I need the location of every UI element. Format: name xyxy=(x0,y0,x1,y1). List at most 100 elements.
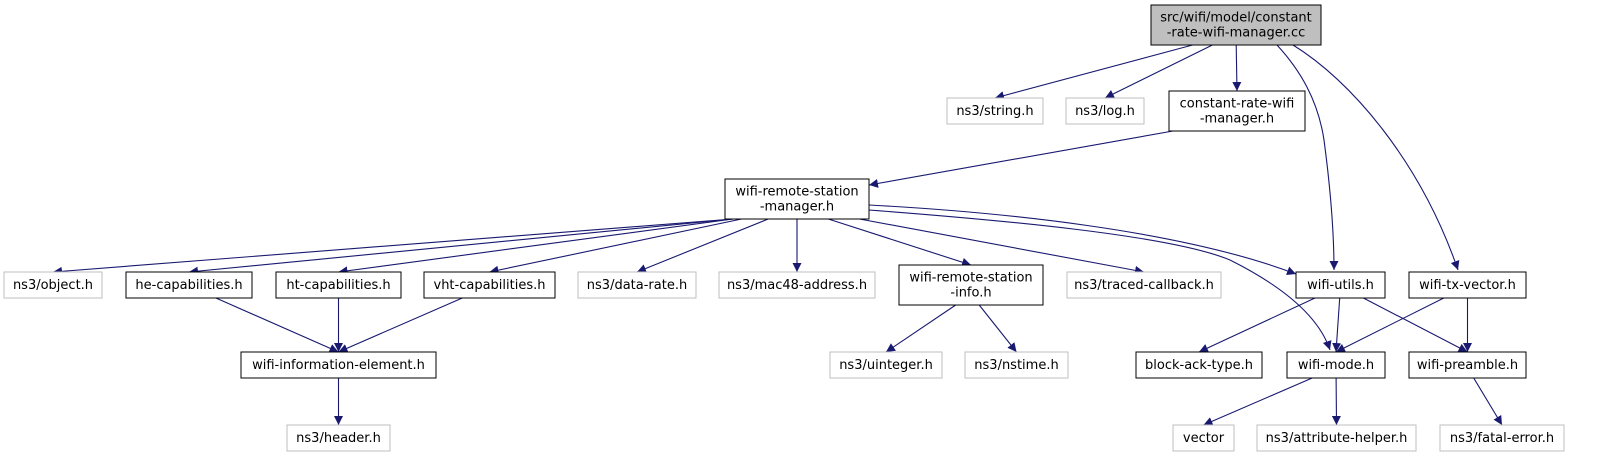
node-fatal: ns3/fatal-error.h xyxy=(1439,424,1565,452)
node-box-header xyxy=(286,424,391,452)
node-hecap[interactable]: he-capabilities.h xyxy=(125,271,253,299)
node-label-htcap: ht-capabilities.h xyxy=(286,278,390,293)
edge-utils-to-mode xyxy=(1332,297,1342,353)
edge-root-to-string xyxy=(994,44,1193,101)
node-mode[interactable]: wifi-mode.h xyxy=(1286,351,1386,379)
node-label-preamble: wifi-preamble.h xyxy=(1417,358,1518,373)
node-vhtcap[interactable]: vht-capabilities.h xyxy=(423,271,556,299)
node-label-wrsm: wifi-remote-station xyxy=(735,185,858,200)
node-box-txvec xyxy=(1408,271,1527,299)
node-box-crwm xyxy=(1168,90,1306,132)
edge-wrsi-to-uinteger xyxy=(885,304,957,353)
node-box-htcap xyxy=(275,271,402,299)
node-label-uinteger: ns3/uinteger.h xyxy=(839,358,933,373)
node-wrsm[interactable]: wifi-remote-station-manager.h xyxy=(724,178,870,220)
node-label-hecap: he-capabilities.h xyxy=(135,278,242,293)
node-label-crwm: -manager.h xyxy=(1200,112,1274,127)
node-datarate: ns3/data-rate.h xyxy=(577,271,697,299)
edge-utils-to-blockack xyxy=(1198,297,1316,353)
edge-vhtcap-to-wie xyxy=(338,297,463,353)
node-box-mac48 xyxy=(718,271,876,299)
edge-wrsm-to-wrsi xyxy=(828,218,972,267)
edge-root-to-crwm xyxy=(1232,44,1242,92)
node-label-fatal: ns3/fatal-error.h xyxy=(1450,431,1554,446)
node-label-wrsi: -info.h xyxy=(950,286,991,301)
nodes-layer: src/wifi/model/constant-rate-wifi-manage… xyxy=(3,4,1565,452)
node-nstime: ns3/nstime.h xyxy=(964,351,1069,379)
node-label-attrhelper: ns3/attribute-helper.h xyxy=(1266,431,1408,446)
node-mac48: ns3/mac48-address.h xyxy=(718,271,876,299)
node-vector: vector xyxy=(1172,424,1235,452)
edge-wrsm-to-datarate xyxy=(636,218,769,273)
edge-wrsm-to-object xyxy=(52,218,734,276)
node-box-uinteger xyxy=(829,351,943,379)
edge-hecap-to-wie xyxy=(215,297,339,353)
edge-root-to-log xyxy=(1104,44,1213,99)
node-box-log xyxy=(1065,97,1145,125)
node-txvec[interactable]: wifi-tx-vector.h xyxy=(1408,271,1527,299)
edge-wrsm-to-utils xyxy=(868,204,1297,276)
node-box-datarate xyxy=(577,271,697,299)
node-label-vhtcap: vht-capabilities.h xyxy=(434,278,546,293)
node-box-root xyxy=(1150,4,1322,46)
node-label-utils: wifi-utils.h xyxy=(1307,278,1374,293)
edge-mode-to-vector xyxy=(1203,377,1313,426)
node-blockack[interactable]: block-ack-type.h xyxy=(1135,351,1263,379)
edge-wrsm-to-hecap xyxy=(188,218,734,276)
edges-layer xyxy=(52,44,1503,426)
node-crwm[interactable]: constant-rate-wifi-manager.h xyxy=(1168,90,1306,132)
node-box-traced xyxy=(1066,271,1222,299)
edge-wrsm-to-traced xyxy=(859,218,1145,275)
node-box-preamble xyxy=(1408,351,1527,379)
node-label-mac48: ns3/mac48-address.h xyxy=(727,278,867,293)
edge-root-to-txvec xyxy=(1292,44,1460,271)
node-box-hecap xyxy=(125,271,253,299)
node-header: ns3/header.h xyxy=(286,424,391,452)
node-box-wrsm xyxy=(724,178,870,220)
edge-crwm-to-wrsm xyxy=(868,130,1174,188)
edge-root-to-utils xyxy=(1276,44,1339,271)
node-wie[interactable]: wifi-information-element.h xyxy=(240,351,437,379)
node-utils[interactable]: wifi-utils.h xyxy=(1295,271,1386,299)
node-box-mode xyxy=(1286,351,1386,379)
node-label-object: ns3/object.h xyxy=(13,278,93,293)
node-preamble[interactable]: wifi-preamble.h xyxy=(1408,351,1527,379)
edge-preamble-to-fatal xyxy=(1473,377,1503,426)
node-uinteger: ns3/uinteger.h xyxy=(829,351,943,379)
edge-utils-to-preamble xyxy=(1363,297,1468,353)
node-label-root: src/wifi/model/constant xyxy=(1160,11,1312,26)
node-label-root: -rate-wifi-manager.cc xyxy=(1167,26,1306,41)
node-box-attrhelper xyxy=(1256,424,1417,452)
node-root[interactable]: src/wifi/model/constant-rate-wifi-manage… xyxy=(1150,4,1322,46)
edge-txvec-to-mode xyxy=(1335,297,1445,353)
node-box-wrsi xyxy=(898,264,1044,306)
node-label-mode: wifi-mode.h xyxy=(1298,358,1374,373)
node-box-string xyxy=(946,97,1044,125)
node-label-log: ns3/log.h xyxy=(1075,104,1135,119)
node-label-wie: wifi-information-element.h xyxy=(252,358,425,373)
node-box-blockack xyxy=(1135,351,1263,379)
node-log: ns3/log.h xyxy=(1065,97,1145,125)
node-label-header: ns3/header.h xyxy=(296,431,381,446)
node-label-txvec: wifi-tx-vector.h xyxy=(1419,278,1516,293)
node-box-wie xyxy=(240,351,437,379)
node-htcap[interactable]: ht-capabilities.h xyxy=(275,271,402,299)
edge-wrsm-to-htcap xyxy=(338,218,734,276)
node-string: ns3/string.h xyxy=(946,97,1044,125)
edge-wrsi-to-nstime xyxy=(978,304,1017,353)
node-label-wrsi: wifi-remote-station xyxy=(909,271,1032,286)
node-label-traced: ns3/traced-callback.h xyxy=(1074,278,1214,293)
node-label-datarate: ns3/data-rate.h xyxy=(587,278,687,293)
node-label-nstime: ns3/nstime.h xyxy=(974,358,1058,373)
node-traced: ns3/traced-callback.h xyxy=(1066,271,1222,299)
node-label-vector: vector xyxy=(1183,431,1225,446)
node-object: ns3/object.h xyxy=(3,271,103,299)
node-box-object xyxy=(3,271,103,299)
node-box-vhtcap xyxy=(423,271,556,299)
edge-wrsm-to-mode xyxy=(868,209,1332,351)
node-label-blockack: block-ack-type.h xyxy=(1145,358,1253,373)
edge-wrsm-to-vhtcap xyxy=(489,218,742,275)
node-wrsi[interactable]: wifi-remote-station-info.h xyxy=(898,264,1044,306)
node-box-fatal xyxy=(1439,424,1565,452)
